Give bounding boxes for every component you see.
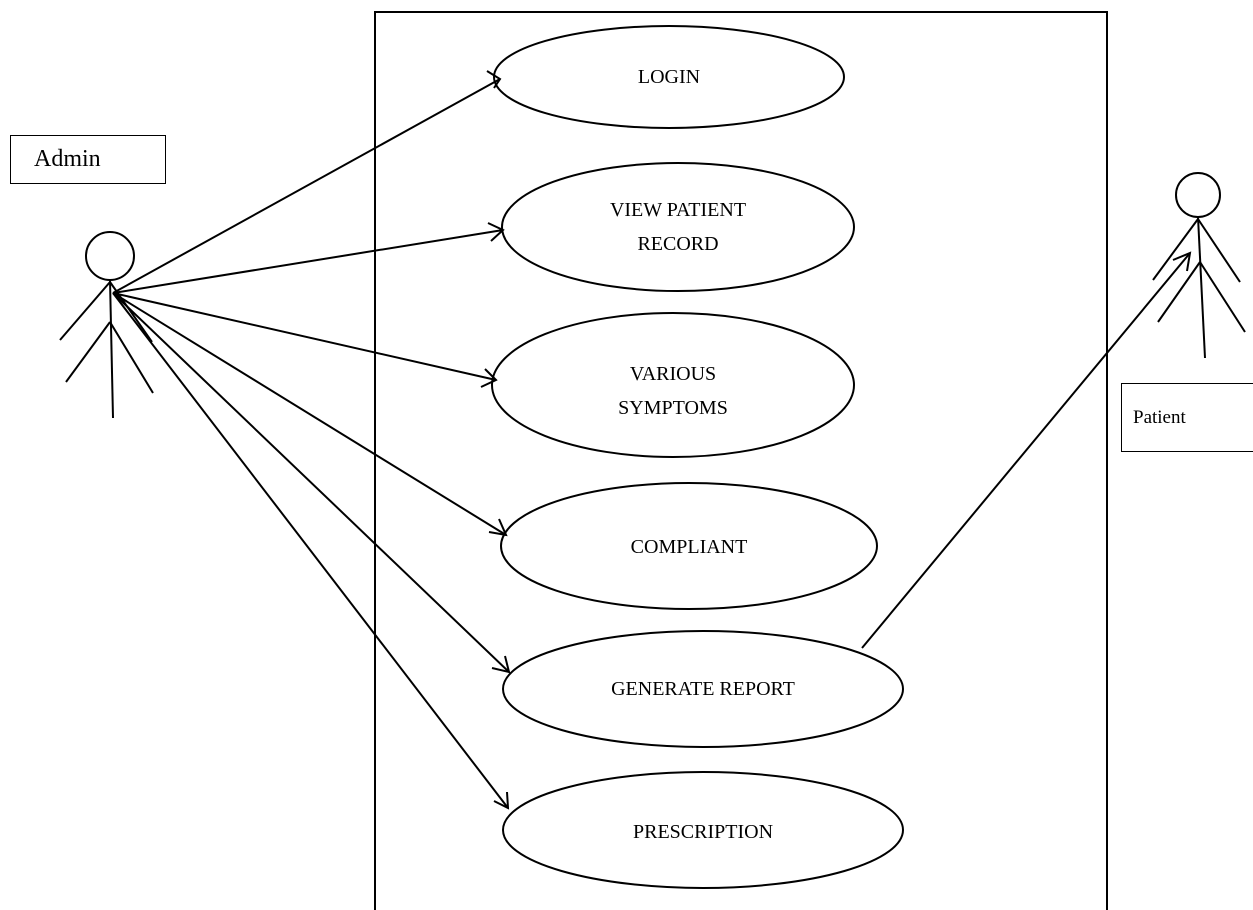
arrowhead-compliant <box>488 518 508 537</box>
arrowhead-login <box>486 70 502 89</box>
use-case-login-line-1: LOGIN <box>637 66 701 88</box>
use-case-prescription-ellipse <box>502 771 904 889</box>
arrowhead-various-symptoms <box>480 368 498 388</box>
patient-actor-figure <box>1152 172 1246 359</box>
arrowhead-view-patient-record <box>487 222 505 242</box>
patient-right-leg <box>1199 261 1246 333</box>
patient-label: Patient <box>1133 406 1186 428</box>
admin-left-leg <box>65 321 111 383</box>
use-case-various-symptoms-label: VARIOUS SYMPTOMS <box>573 357 773 425</box>
association-admin-prescription <box>112 292 509 809</box>
use-case-view-patient-record-line-2: RECORD <box>637 233 719 255</box>
use-case-compliant-label: COMPLIANT <box>589 530 789 564</box>
patient-left-arm <box>1152 218 1199 281</box>
patient-left-leg <box>1157 261 1201 323</box>
use-case-compliant-line-1: COMPLIANT <box>630 536 748 558</box>
patient-right-arm <box>1197 218 1241 283</box>
admin-head <box>85 231 135 281</box>
use-case-various-symptoms-ellipse <box>491 312 855 458</box>
use-case-generate-report-ellipse <box>502 630 904 748</box>
use-case-generate-report-line-1: GENERATE REPORT <box>611 678 795 700</box>
admin-right-leg <box>109 321 154 394</box>
use-case-login-ellipse <box>493 25 845 129</box>
association-generate-report-patient <box>861 252 1191 649</box>
use-case-various-symptoms-line-2: SYMPTOMS <box>618 397 728 419</box>
admin-label: Admin <box>34 146 101 172</box>
association-admin-various-symptoms <box>112 292 497 381</box>
admin-left-arm <box>59 281 111 341</box>
use-case-login-label: LOGIN <box>569 60 769 94</box>
arrowhead-generate-report <box>491 655 511 674</box>
patient-label-box: Patient <box>1121 383 1253 452</box>
arrowhead-patient <box>1172 251 1192 272</box>
patient-body <box>1197 216 1206 359</box>
use-case-generate-report-label: GENERATE REPORT <box>583 672 823 706</box>
system-boundary <box>374 11 1108 910</box>
association-admin-view-patient-record <box>112 229 504 294</box>
use-case-compliant-ellipse <box>500 482 878 610</box>
use-case-prescription-label: PRESCRIPTION <box>603 815 803 849</box>
use-case-prescription-line-1: PRESCRIPTION <box>632 821 774 843</box>
use-case-view-patient-record-label: VIEW PATIENT RECORD <box>578 193 778 261</box>
patient-head <box>1175 172 1221 218</box>
use-case-view-patient-record-ellipse <box>501 162 855 292</box>
arrowhead-prescription <box>493 791 510 810</box>
admin-label-box: Admin <box>10 135 166 184</box>
associations <box>112 70 1192 810</box>
admin-body <box>109 279 114 419</box>
use-case-view-patient-record-line-1: VIEW PATIENT <box>609 199 747 221</box>
use-case-various-symptoms-line-1: VARIOUS <box>629 363 717 385</box>
association-admin-compliant <box>112 292 507 536</box>
association-admin-login <box>112 78 501 294</box>
admin-actor-figure <box>59 231 154 419</box>
association-admin-generate-report <box>112 292 510 673</box>
